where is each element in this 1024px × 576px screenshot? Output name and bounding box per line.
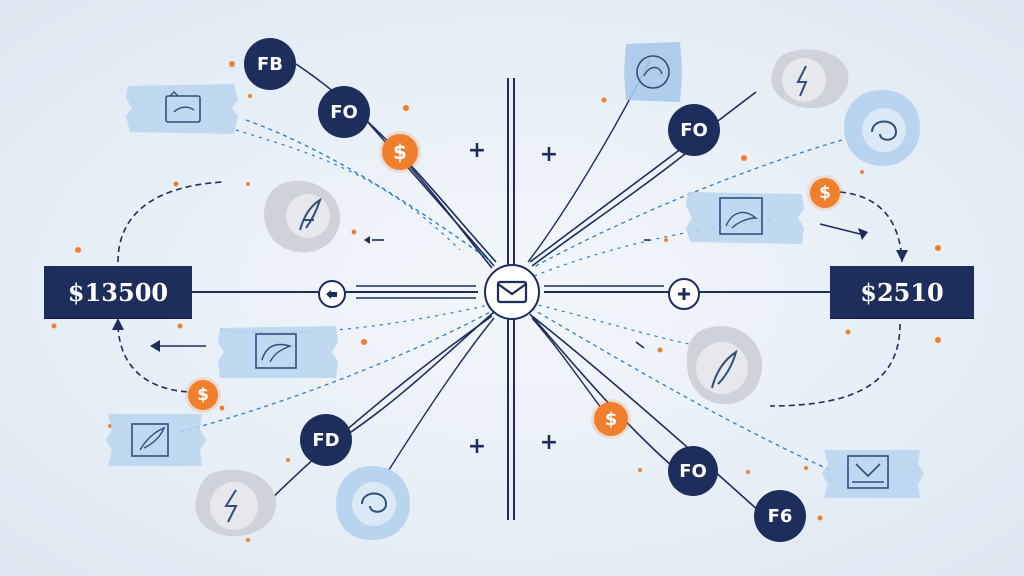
swirl-card-icon bbox=[719, 197, 763, 235]
coin-mid-left: $ bbox=[188, 380, 218, 410]
loop-arrow-left-bottom bbox=[117, 325, 191, 393]
swirl-badge-card bbox=[620, 38, 686, 106]
plus-circle-icon bbox=[678, 288, 690, 300]
pointer-hand-icon bbox=[326, 290, 337, 299]
lightning-blob-top-right bbox=[766, 46, 852, 112]
check-card bbox=[820, 446, 924, 502]
loop-arrow-left-top bbox=[117, 181, 223, 263]
chart-card-icon bbox=[255, 333, 297, 369]
envelope-hub[interactable] bbox=[484, 264, 540, 320]
loop-arrow-right-bottom bbox=[769, 323, 901, 407]
plus-marker: + bbox=[539, 430, 559, 455]
coin-bottom-right: $ bbox=[594, 402, 628, 436]
left-link-button[interactable] bbox=[318, 280, 346, 308]
feather-blob bbox=[258, 176, 344, 258]
envelope-icon bbox=[496, 280, 528, 304]
feather-card-icon bbox=[131, 423, 169, 457]
swirl-card bbox=[684, 188, 808, 248]
lightning-blob-bottom-left bbox=[190, 466, 278, 538]
coin-top-left: $ bbox=[382, 134, 418, 170]
node-f6-bottom-right[interactable]: F6 bbox=[754, 490, 806, 542]
swirl-blob-top-right bbox=[842, 88, 922, 168]
swirl-blob-bottom bbox=[332, 462, 414, 544]
plus-marker: + bbox=[467, 434, 487, 459]
right-link-button[interactable] bbox=[668, 278, 700, 310]
lightning-blob-icon bbox=[796, 65, 808, 97]
feather-blob-icon bbox=[299, 197, 322, 231]
node-fo-bottom-right[interactable]: FO bbox=[668, 446, 718, 496]
node-fd-bottom-left[interactable]: FD bbox=[300, 414, 352, 466]
node-fb-top-left[interactable]: FB bbox=[244, 38, 296, 90]
plus-marker: + bbox=[467, 138, 487, 163]
check-card-icon bbox=[847, 455, 889, 489]
feather-card bbox=[104, 410, 206, 470]
coin-top-right: $ bbox=[810, 178, 840, 208]
amount-box-left: $13500 bbox=[44, 266, 192, 318]
wallet-card-icon bbox=[165, 91, 201, 123]
node-fo-top-right[interactable]: FO bbox=[668, 104, 720, 156]
chart-card bbox=[216, 324, 342, 380]
node-fo-top-left[interactable]: FO bbox=[318, 86, 370, 138]
wire-fo-hub-right bbox=[529, 91, 757, 263]
amount-box-right: $2510 bbox=[830, 266, 974, 318]
plus-marker: + bbox=[539, 142, 559, 167]
loop-arrow-right-top bbox=[839, 191, 903, 263]
leaf-blob-right bbox=[682, 322, 766, 412]
swirl-blob-icon bbox=[871, 120, 898, 141]
wire-fo-hub-bottom-right bbox=[529, 313, 673, 467]
wallet-card bbox=[124, 80, 242, 138]
leaf-blob-icon bbox=[711, 349, 738, 389]
